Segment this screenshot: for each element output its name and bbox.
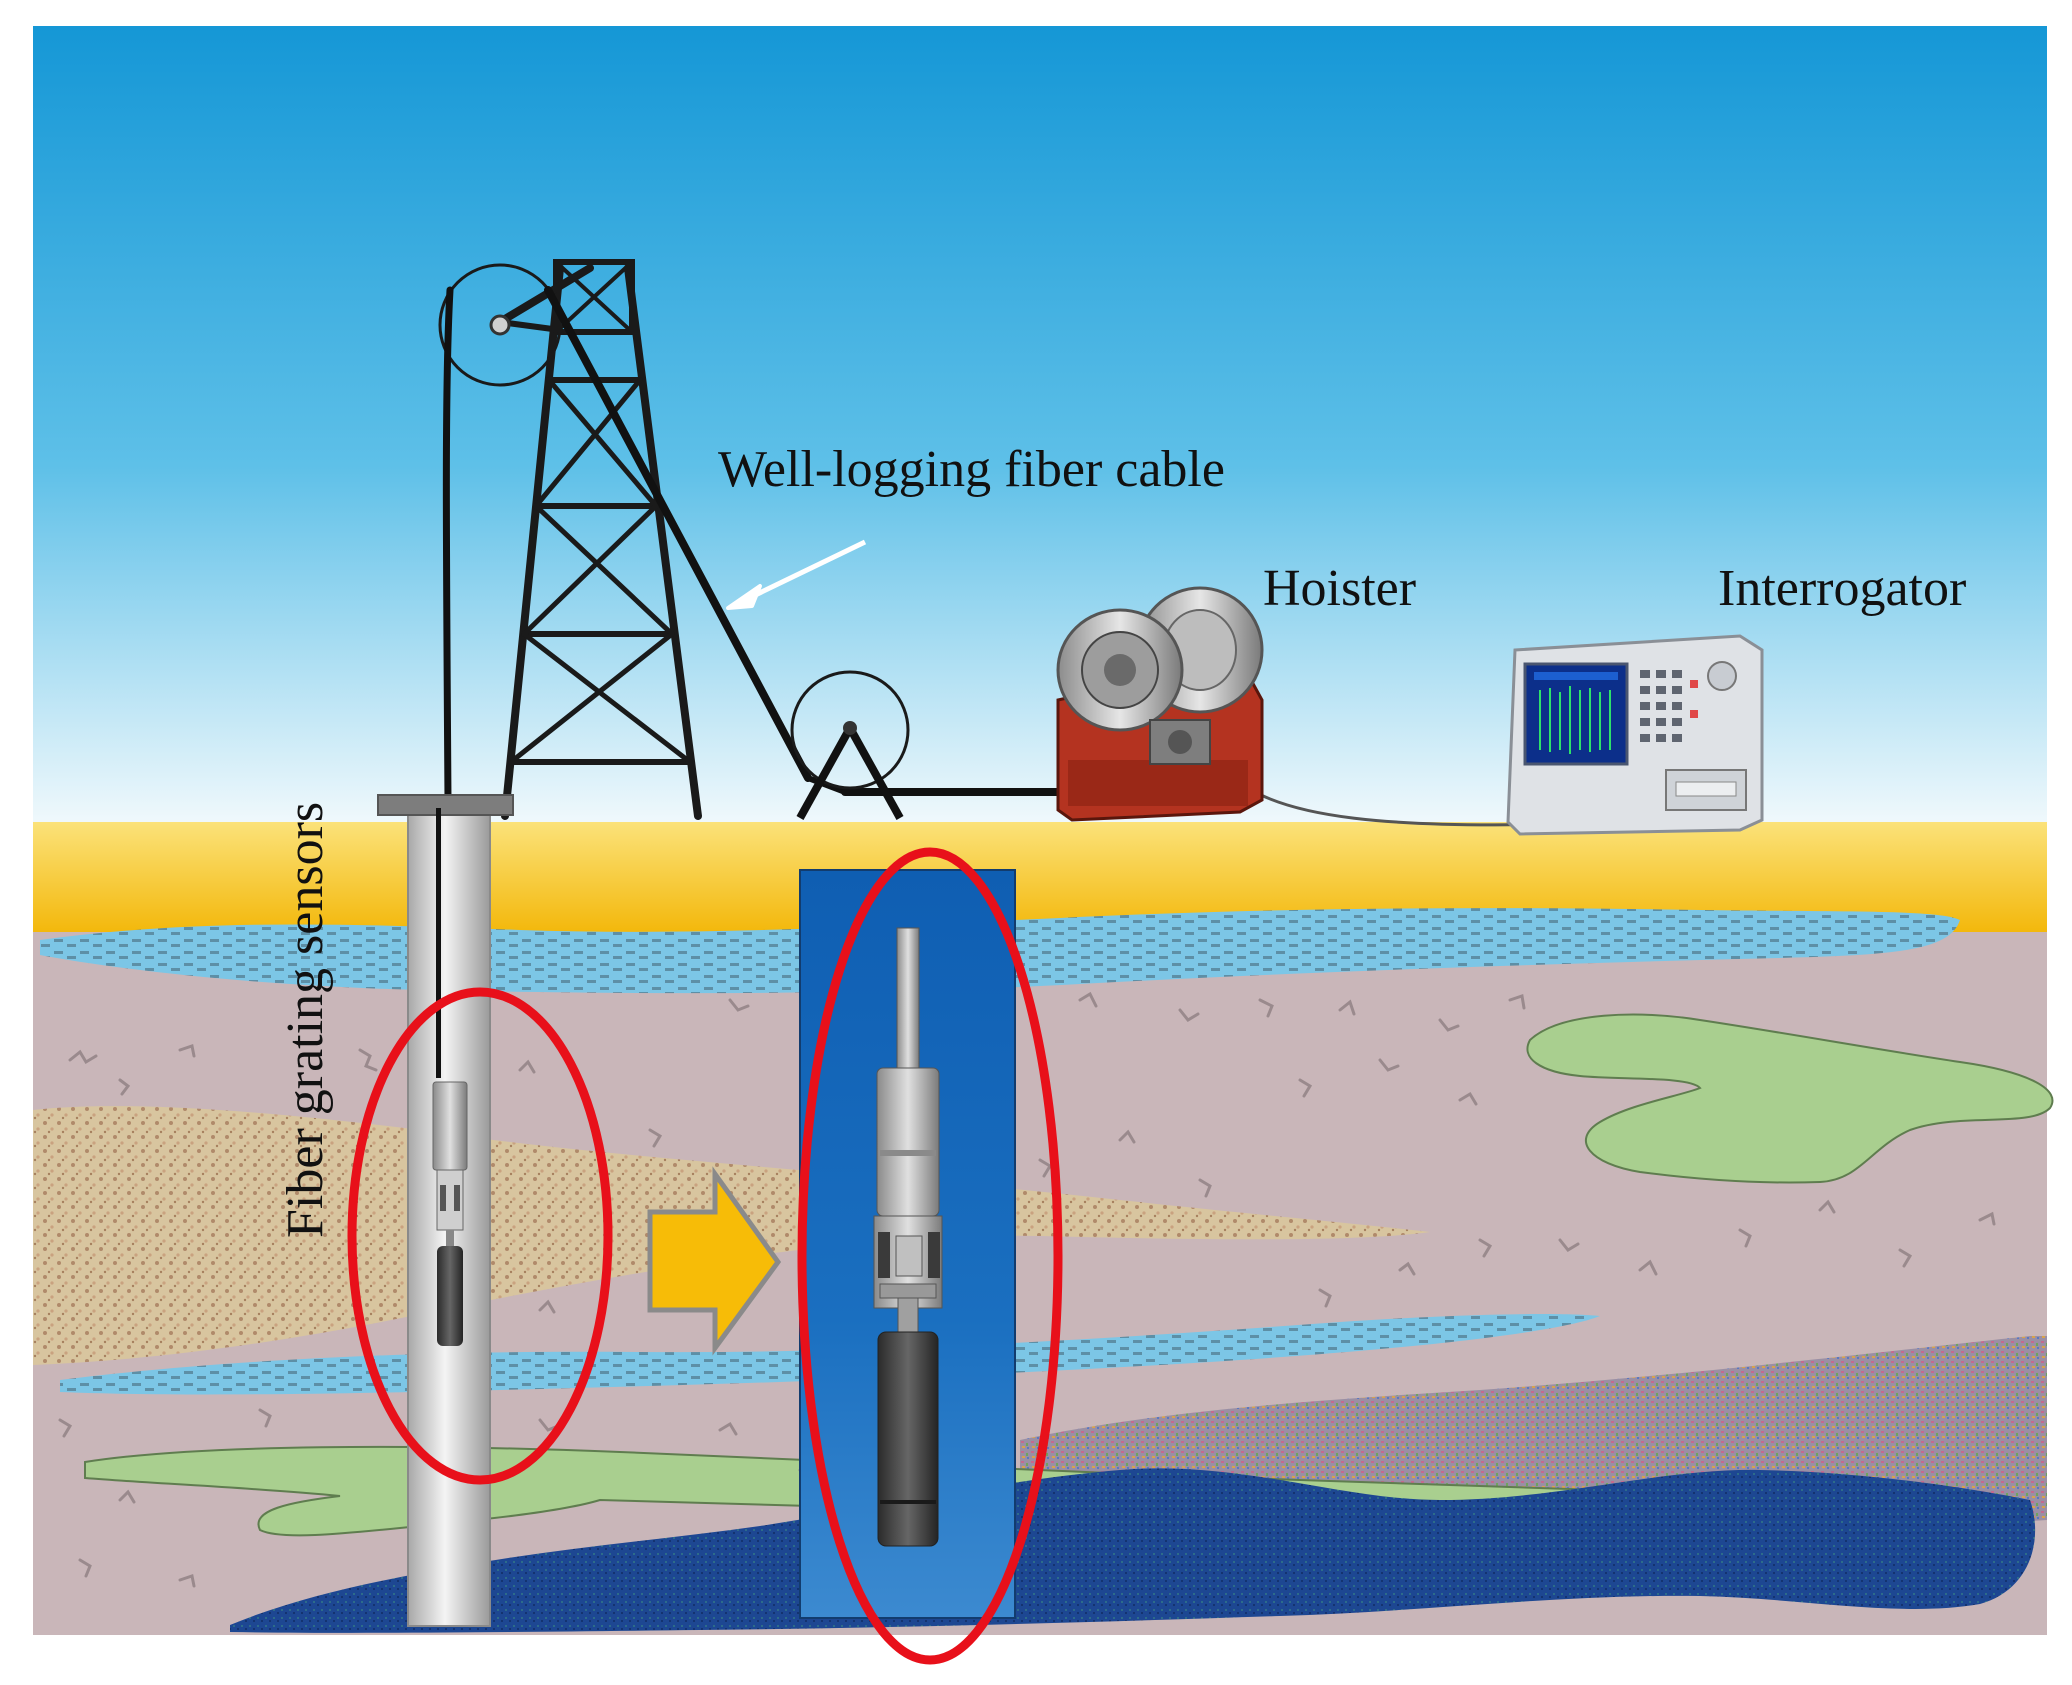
ground-surface [33,822,2047,932]
right-arrow-icon [647,1166,782,1356]
winch-drum-icon [1056,586,1264,822]
interrogator-instrument-icon [1506,634,1764,836]
clay-lens-upper [1526,1013,2054,1184]
ground-pulley-icon [790,670,910,820]
cable-label: Well-logging fiber cable [718,441,1225,498]
sensors-label: Fiber grating sensors [277,801,334,1238]
pulley-wheel-icon [438,263,562,387]
deep-rock [230,1468,2036,1633]
sensor-probe-icon [873,927,943,1547]
sensor-highlight-right [797,847,1063,1665]
sensor-probe-small [432,1081,468,1346]
cable-pointer-arrow [726,539,867,610]
interrogator-label: Interrogator [1718,560,1967,617]
sensor-highlight-left [347,987,613,1485]
hoister-label: Hoister [1263,560,1417,617]
